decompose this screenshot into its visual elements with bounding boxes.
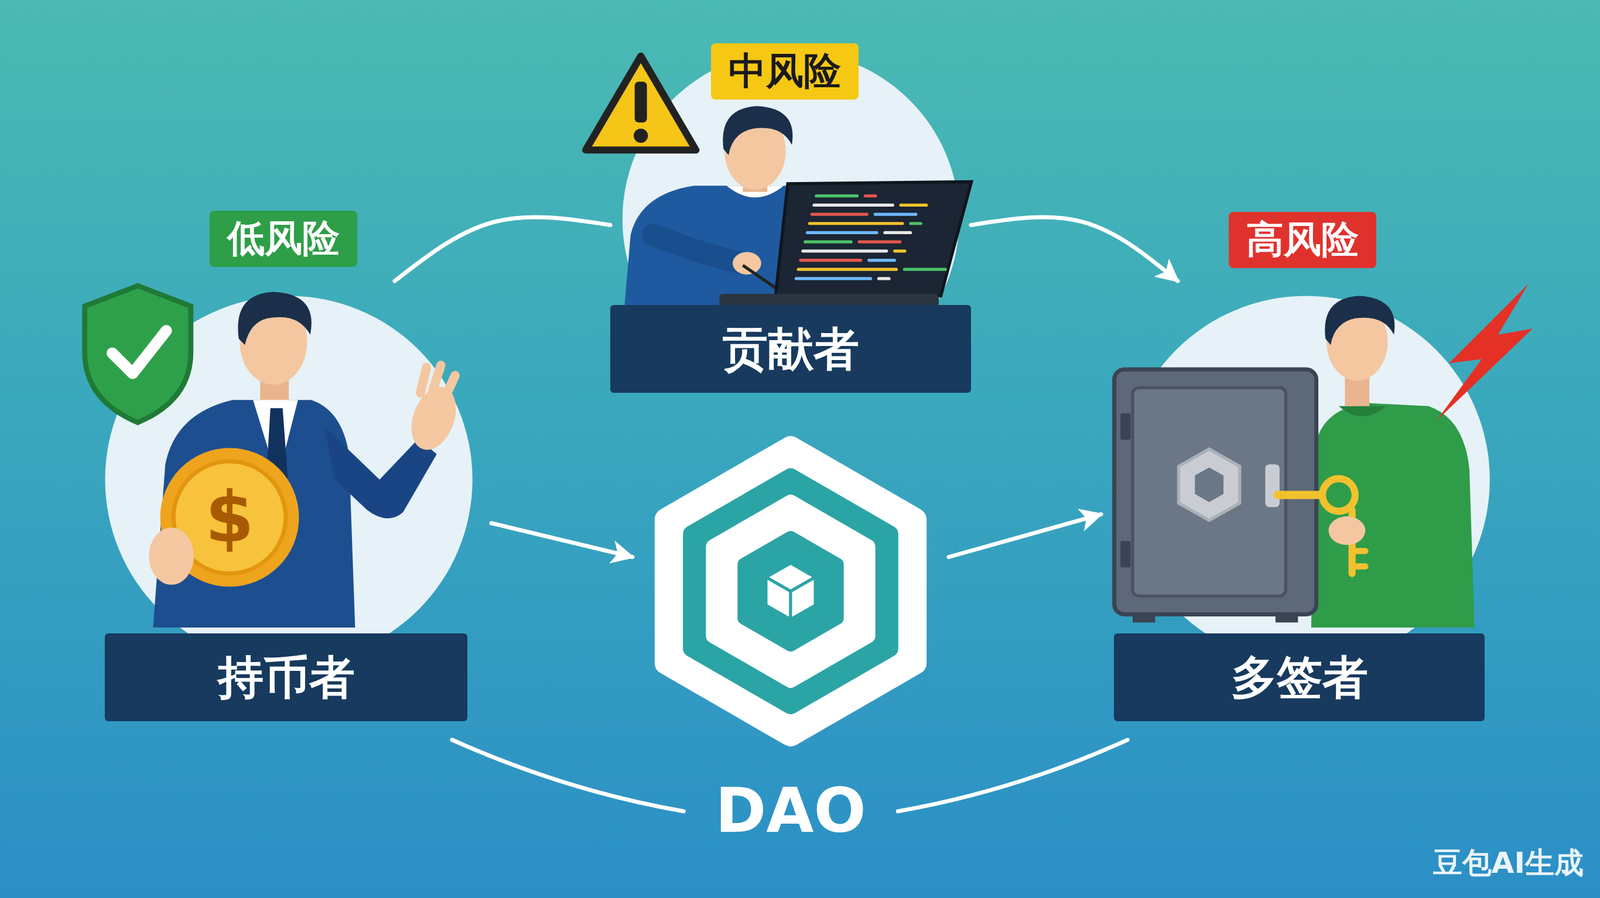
holder-figure (237, 292, 311, 346)
holder-figure (420, 365, 456, 399)
flow-arrow (491, 523, 633, 558)
hexagon-ring (691, 477, 890, 706)
laptop-icon (910, 221, 921, 225)
laptop-icon (805, 240, 851, 244)
laptop-icon (859, 240, 901, 244)
holder-figure (148, 292, 464, 629)
role-panel: 多签者 (1101, 281, 1485, 722)
laptop-icon (719, 181, 972, 307)
cube-icon (790, 577, 816, 620)
laptop-icon (807, 231, 877, 235)
warning-icon (634, 81, 648, 123)
shield-icon (84, 285, 191, 423)
shield-icon (112, 330, 167, 374)
laptop-icon (719, 293, 939, 307)
dao-hexagon: DAO (632, 433, 949, 847)
risk-tag: 中风险 (710, 43, 859, 99)
safe-icon (1132, 387, 1286, 597)
laptop-icon (900, 203, 927, 207)
warning-icon (633, 128, 648, 143)
holder-figure (152, 400, 355, 628)
risk-label: 高风险 (1246, 215, 1359, 265)
watermark: 豆包AI生成 (1433, 843, 1584, 884)
safe-icon (1178, 449, 1240, 521)
risk-tag: 高风险 (1228, 212, 1377, 268)
holder-figure (148, 527, 194, 586)
contributor-figure (653, 234, 743, 264)
contributor-figure (742, 265, 776, 288)
laptop-icon (879, 277, 890, 280)
laptop-icon (811, 212, 867, 216)
laptop-icon (869, 258, 895, 262)
laptop-icon (809, 221, 903, 225)
signer-figure (1324, 296, 1395, 346)
key-icon (1322, 479, 1356, 512)
warning-icon (585, 56, 696, 150)
contributor-figure (722, 106, 793, 156)
risk-tag: 低风险 (209, 210, 358, 267)
role-panel: 贡献者 (610, 87, 972, 393)
flow-arrow (971, 217, 1178, 282)
key-icon (1277, 479, 1366, 574)
role-label: 贡献者 (610, 305, 972, 393)
key-icon (1352, 548, 1366, 555)
risk-label: 低风险 (227, 214, 340, 263)
laptop-icon (775, 181, 972, 296)
laptop-icon (795, 196, 946, 279)
laptop-icon (816, 194, 858, 198)
signer-hand (1328, 516, 1366, 546)
safe-icon (1132, 612, 1155, 623)
warning-icon (585, 56, 696, 150)
contributor-figure (732, 252, 762, 275)
cube-icon (766, 577, 791, 620)
signer-figure (1311, 296, 1475, 629)
key-icon (1352, 563, 1366, 570)
cycle-ring (452, 740, 685, 812)
hexagon-ring (713, 502, 868, 681)
role-label: 持币者 (104, 633, 468, 722)
coin-symbol: $ (204, 476, 255, 559)
laptop-icon (884, 231, 911, 235)
shield-icon (84, 285, 191, 423)
risk-label: 中风险 (728, 46, 841, 96)
signer-figure (1338, 406, 1386, 417)
laptop-icon (795, 277, 871, 280)
laptop-icon (904, 268, 946, 272)
safe-icon (1194, 467, 1224, 502)
laptop-icon (894, 249, 905, 253)
laptop-icon (802, 249, 887, 253)
role-circle (104, 50, 1490, 664)
safe-icon (1275, 612, 1298, 623)
laptop-icon (874, 212, 916, 216)
hexagon-outline (632, 433, 949, 750)
safe-icon (1120, 541, 1131, 568)
laptop-icon (865, 194, 876, 198)
flow-arrow (948, 514, 1102, 558)
safe-icon (1120, 413, 1131, 440)
role-panel: 持币者 (104, 281, 492, 722)
role-label: 多签者 (1113, 633, 1485, 722)
laptop-icon (798, 268, 897, 272)
dao-label: DAO (715, 775, 867, 847)
signer-figure (1311, 403, 1475, 628)
hexagon-ring (666, 448, 915, 735)
lightning-icon (1436, 284, 1533, 422)
flow-arrow (394, 217, 611, 282)
cycle-ring (897, 740, 1128, 812)
laptop-icon (814, 203, 893, 207)
laptop-icon (800, 258, 861, 262)
key-icon (1277, 490, 1322, 499)
hexagon-ring (743, 537, 837, 646)
safe-icon (1265, 464, 1280, 508)
